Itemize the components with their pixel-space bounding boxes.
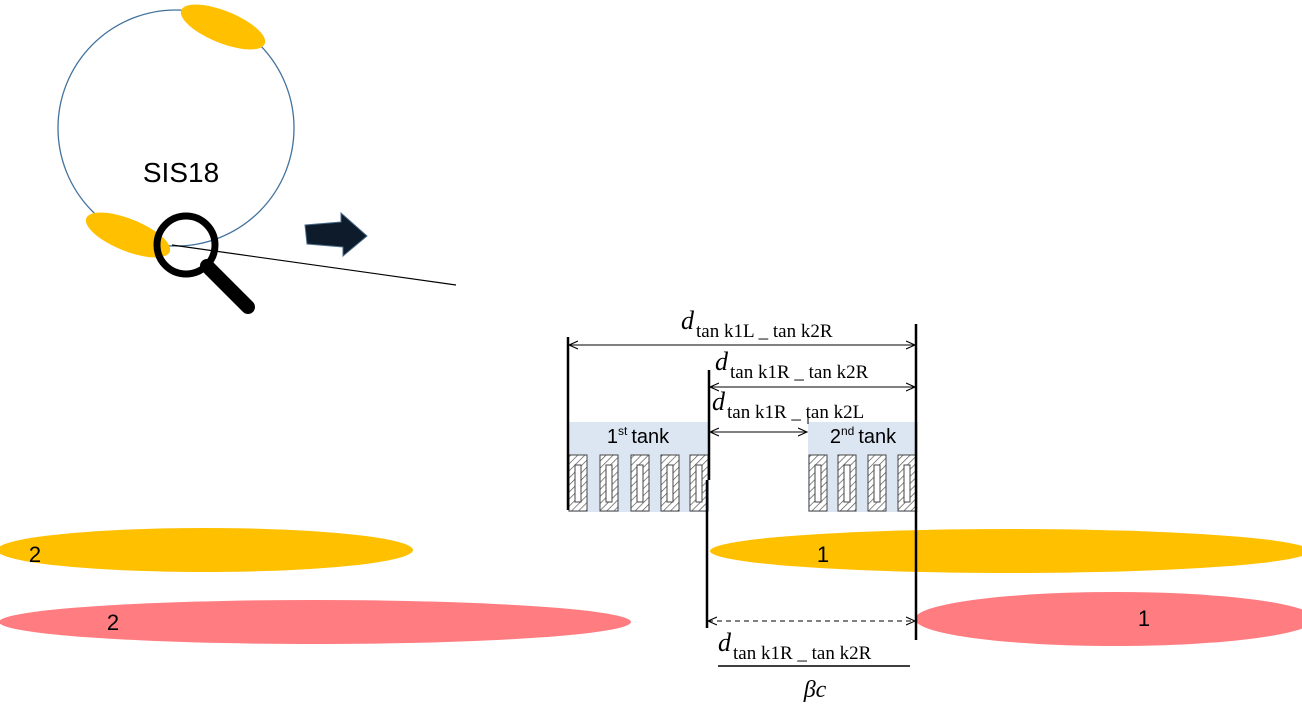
bunch-label-red-left: 2: [107, 610, 119, 635]
bunch-orange-2: [0, 528, 413, 572]
ring-bunch-top: [180, 4, 266, 50]
bunch-label-orange-left: 2: [29, 542, 41, 567]
ring-bunch-bottom: [85, 212, 171, 258]
bunch-red-2: [0, 600, 631, 644]
bunch-orange-1: [710, 529, 1302, 573]
right-arrow-icon: [304, 211, 368, 258]
sis18-ring: SIS18: [57, 4, 295, 258]
bunch-label-red-right: 1: [1138, 606, 1150, 631]
bunch-red-1: [915, 592, 1302, 646]
bunches: 2 1 2 1: [0, 528, 1302, 646]
magnifier-icon: [153, 212, 255, 314]
fraction-denominator: βc: [803, 677, 827, 703]
ring-label: SIS18: [143, 157, 219, 188]
second-tank-drift-tubes: [808, 454, 917, 512]
extraction-line: [171, 244, 457, 286]
first-tank-drift-tubes: [568, 454, 709, 512]
bunch-label-orange-right: 1: [817, 542, 829, 567]
